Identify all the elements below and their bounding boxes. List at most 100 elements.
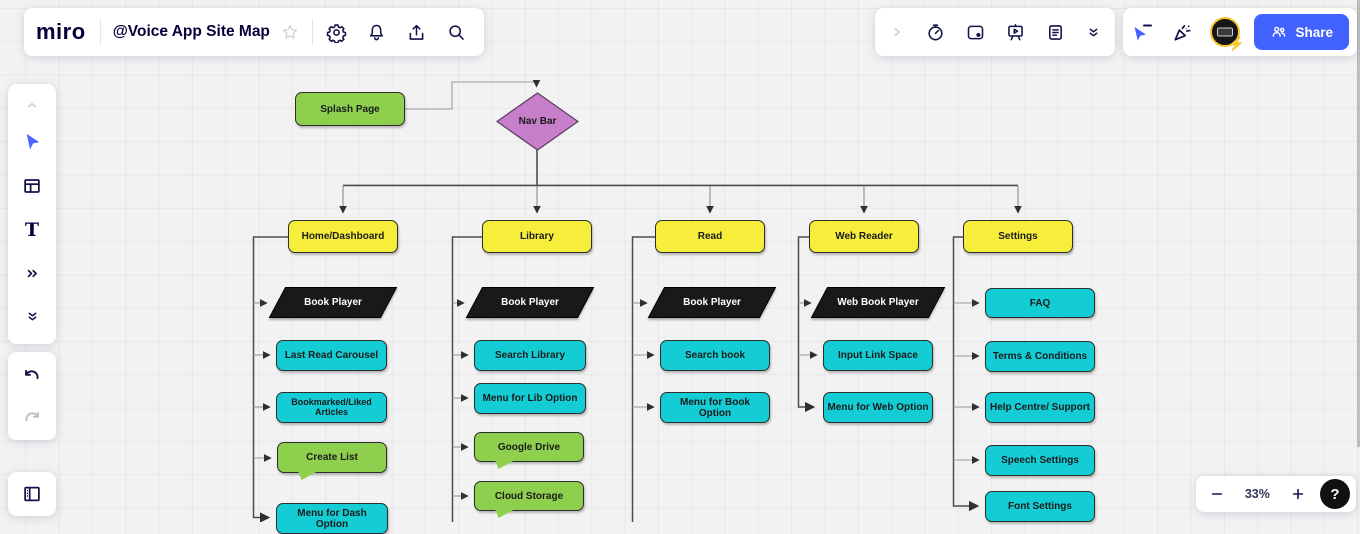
shape-menu-for-dash-option[interactable]: Menu for Dash Option — [276, 503, 388, 534]
facilitation-toolbar — [875, 8, 1115, 56]
board-header-bar: miro @Voice App Site Map — [24, 8, 484, 56]
shape-menu-for-web-option[interactable]: Menu for Web Option — [823, 392, 933, 423]
shape-create-list[interactable]: Create List — [277, 442, 387, 473]
shape-label: Terms & Conditions — [992, 351, 1088, 362]
frames-panel-button[interactable] — [8, 472, 56, 516]
shape-splash-page[interactable]: Splash Page — [295, 92, 405, 126]
lightning-bolt-icon: ⚡ — [1228, 36, 1245, 51]
shape-label: Web Book Player — [837, 297, 919, 308]
more-tools-chevron-down-icon[interactable] — [1079, 12, 1107, 52]
shape-help-centre-support[interactable]: Help Centre/ Support — [985, 392, 1095, 423]
notes-icon[interactable] — [1039, 12, 1071, 52]
zoom-bar: 33% ? — [1196, 476, 1356, 512]
shape-label: Search book — [684, 350, 746, 361]
chevron-double-right-icon[interactable] — [12, 253, 52, 293]
canvas-scrollbar[interactable] — [1357, 0, 1360, 447]
shape-menu-for-lib-option[interactable]: Menu for Lib Option — [474, 383, 586, 414]
connector-layer — [252, 79, 1022, 522]
board-title[interactable]: @Voice App Site Map — [112, 23, 270, 40]
shape-label: Book Player — [683, 297, 741, 308]
shape-label: Search Library — [494, 350, 566, 361]
share-button[interactable]: Share — [1254, 14, 1349, 50]
shape-input-link-space[interactable]: Input Link Space — [823, 340, 933, 371]
shape-label: Cloud Storage — [494, 490, 564, 502]
shape-google-drive[interactable]: Google Drive — [474, 432, 584, 462]
shape-header-library[interactable]: Library — [482, 220, 592, 253]
shape-font-settings[interactable]: Font Settings — [985, 491, 1095, 522]
shape-label: Nav Bar — [518, 116, 557, 127]
shape-header-read[interactable]: Read — [655, 220, 765, 253]
collapse-chevron-up-icon[interactable] — [12, 91, 52, 119]
shape-label: Web Reader — [835, 231, 893, 242]
select-cursor-tool[interactable] — [12, 123, 52, 163]
shape-label: Splash Page — [320, 103, 380, 115]
undo-button[interactable] — [12, 355, 52, 395]
undo-redo-bar — [8, 352, 56, 440]
reactions-party-popper-icon[interactable] — [1164, 12, 1200, 52]
shape-label: Font Settings — [1008, 501, 1072, 512]
shape-label: Book Player — [501, 297, 559, 308]
miro-logo[interactable]: miro — [36, 19, 86, 44]
notifications-bell-icon[interactable] — [357, 12, 397, 52]
shape-speech-settings[interactable]: Speech Settings — [985, 445, 1095, 476]
help-button[interactable]: ? — [1319, 479, 1350, 509]
screen-recording-icon[interactable] — [959, 12, 991, 52]
export-upload-icon[interactable] — [397, 12, 437, 52]
shape-search-book[interactable]: Search book — [660, 340, 770, 371]
shape-label: Menu for Book Option — [680, 396, 750, 419]
shape-label: Bookmarked/Liked Articles — [291, 396, 372, 417]
shape-label: Menu for Dash Option — [297, 507, 367, 530]
zoom-out-button[interactable] — [1202, 479, 1232, 509]
shape-label: Home/Dashboard — [301, 231, 385, 242]
more-tools-chevron-double-down-icon[interactable] — [12, 297, 52, 337]
shape-label: Read — [697, 231, 723, 242]
collaboration-bar: ⚡ Share — [1123, 8, 1357, 56]
shape-menu-for-book-option[interactable]: Menu for Book Option — [660, 392, 770, 423]
settings-gear-icon[interactable] — [317, 12, 357, 52]
shape-header-home-dashboard[interactable]: Home/Dashboard — [288, 220, 398, 253]
shape-label: Create List — [306, 452, 358, 463]
zoom-in-button[interactable] — [1283, 479, 1313, 509]
shape-label: Settings — [998, 231, 1038, 242]
search-icon[interactable] — [437, 12, 477, 52]
shape-label: Library — [520, 231, 554, 242]
avatar-image — [1217, 27, 1234, 37]
templates-frames-tool[interactable] — [12, 166, 52, 206]
divider — [99, 19, 101, 45]
shape-label: Input Link Space — [837, 350, 918, 361]
shape-label: Menu for Web Option — [827, 402, 929, 413]
shape-book-player[interactable]: Book Player — [268, 287, 398, 318]
shape-cloud-storage[interactable]: Cloud Storage — [474, 481, 584, 511]
timer-icon[interactable] — [919, 12, 951, 52]
shape-book-player[interactable]: Book Player — [465, 287, 595, 318]
shape-terms-conditions[interactable]: Terms & Conditions — [985, 341, 1095, 372]
shape-label: Menu for Lib Option — [482, 393, 578, 404]
star-favorite-icon[interactable] — [276, 12, 304, 52]
diamond-shape — [496, 92, 579, 151]
shape-label: Last Read Carousel — [284, 350, 379, 361]
share-button-label: Share — [1295, 24, 1333, 40]
shape-label: Help Centre/ Support — [989, 402, 1090, 413]
shape-label: FAQ — [1029, 297, 1051, 309]
frames-panel-icon — [24, 486, 40, 502]
shape-label: Speech Settings — [1001, 455, 1079, 466]
follow-cursor-icon[interactable] — [1124, 12, 1160, 52]
text-tool[interactable]: T — [24, 218, 40, 241]
shape-header-web-reader[interactable]: Web Reader — [809, 220, 919, 253]
shape-header-settings[interactable]: Settings — [963, 220, 1073, 253]
shape-last-read-carousel[interactable]: Last Read Carousel — [276, 340, 387, 371]
collapse-chevron-right-icon[interactable] — [883, 12, 911, 52]
shape-faq[interactable]: FAQ — [985, 288, 1095, 318]
user-avatar[interactable]: ⚡ — [1210, 17, 1244, 51]
redo-button[interactable] — [12, 397, 52, 437]
divider — [311, 19, 313, 45]
zoom-level[interactable]: 33% — [1244, 487, 1270, 501]
shape-web-book-player[interactable]: Web Book Player — [810, 287, 946, 318]
shape-book-player[interactable]: Book Player — [647, 287, 777, 318]
shape-bookmarked-liked-articles[interactable]: Bookmarked/Liked Articles — [276, 392, 387, 423]
presentation-mode-icon[interactable] — [999, 12, 1031, 52]
shape-search-library[interactable]: Search Library — [474, 340, 586, 371]
people-icon — [1273, 26, 1286, 37]
shape-nav-bar[interactable]: Nav Bar — [496, 92, 579, 151]
shape-label: Book Player — [304, 297, 362, 308]
